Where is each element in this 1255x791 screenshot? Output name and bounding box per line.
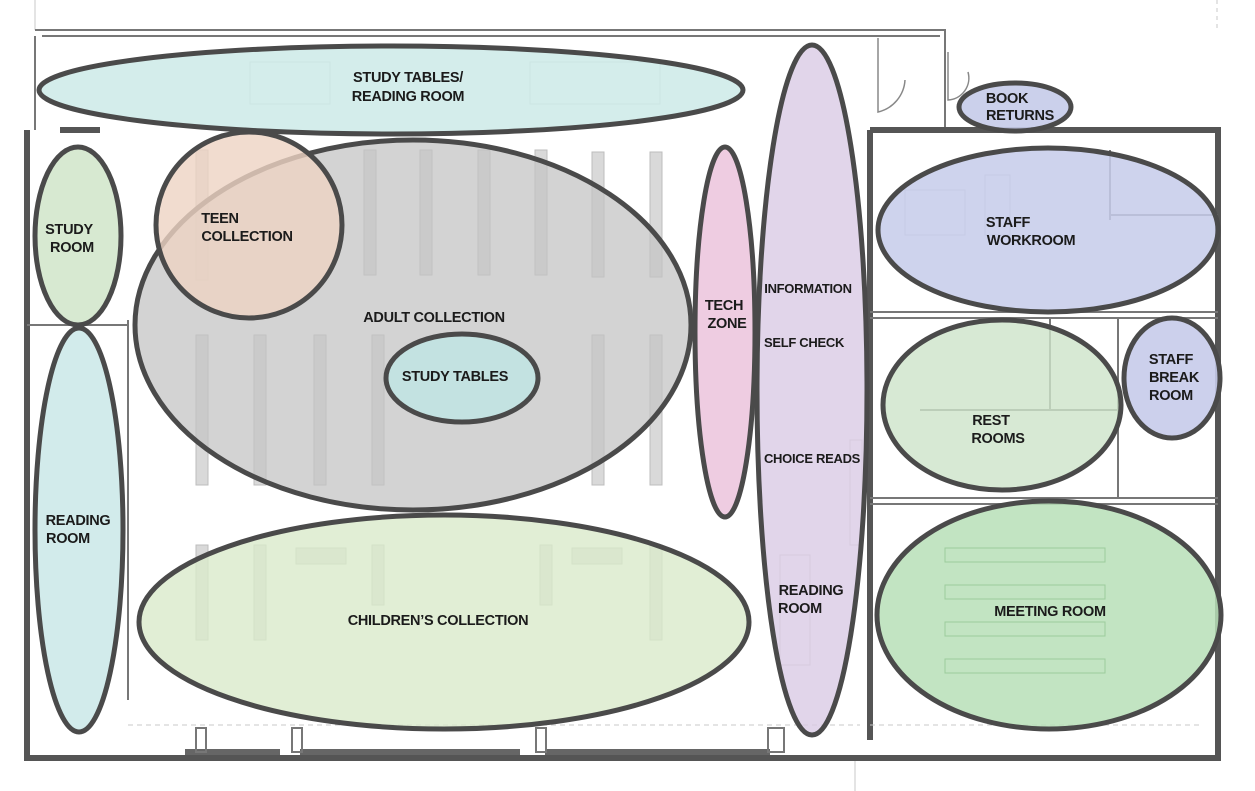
label-tech-zone-line2: ZONE <box>707 316 747 332</box>
label-book-returns-line1: BOOK <box>986 91 1029 107</box>
label-rest-rooms-line2: ROOMS <box>971 431 1025 447</box>
zone-service-spine <box>754 42 870 738</box>
zone-childrens-collection <box>136 512 752 732</box>
label-book-returns-line2: RETURNS <box>986 108 1055 124</box>
zone-study-room <box>32 144 124 328</box>
label-choice-reads: CHOICE READS <box>764 451 861 466</box>
zone-study-tables <box>383 331 541 425</box>
label-information: INFORMATION <box>764 281 851 296</box>
label-reading-room-right-line1: READING <box>779 583 844 599</box>
zone-study-tables-reading-room <box>36 43 746 137</box>
zone-meeting-room <box>874 498 1224 732</box>
label-adult-collection: ADULT COLLECTION <box>363 310 505 326</box>
label-tech-zone-line1: TECH <box>705 298 743 314</box>
label-staff-break-room-line1: STAFF <box>1149 352 1194 368</box>
label-study-room-line1: STUDY <box>45 222 93 238</box>
zone-staff-break-room <box>1121 315 1223 441</box>
label-rest-rooms-line1: REST <box>972 413 1010 429</box>
label-study-tables: STUDY TABLES <box>402 369 509 385</box>
label-childrens-collection: CHILDREN’S COLLECTION <box>348 613 529 629</box>
zone-tech-zone <box>692 144 758 520</box>
label-study-tables-reading-line2: READING ROOM <box>352 89 465 105</box>
label-reading-room-left-line2: ROOM <box>46 531 90 547</box>
label-study-tables-reading-line1: STUDY TABLES/ <box>353 70 463 86</box>
label-reading-room-right-line2: ROOM <box>778 601 822 617</box>
label-meeting-room: MEETING ROOM <box>994 604 1106 620</box>
zone-staff-workroom <box>875 145 1221 315</box>
label-study-room-line2: ROOM <box>50 240 94 256</box>
meeting-room-seating <box>944 547 1106 674</box>
label-staff-break-room-line3: ROOM <box>1149 388 1193 404</box>
zone-teen-collection <box>153 129 345 321</box>
label-teen-collection-line1: TEEN <box>201 211 238 227</box>
label-staff-workroom-line2: WORKROOM <box>987 233 1076 249</box>
label-self-check: SELF CHECK <box>764 335 845 350</box>
label-staff-break-room-line2: BREAK <box>1149 370 1200 386</box>
label-teen-collection-line2: COLLECTION <box>201 229 292 245</box>
zone-reading-room-left <box>32 325 126 735</box>
label-staff-workroom-line1: STAFF <box>986 215 1031 231</box>
label-reading-room-left-line1: READING <box>46 513 111 529</box>
zone-rest-rooms <box>880 317 1124 493</box>
zone-book-returns <box>956 80 1074 134</box>
